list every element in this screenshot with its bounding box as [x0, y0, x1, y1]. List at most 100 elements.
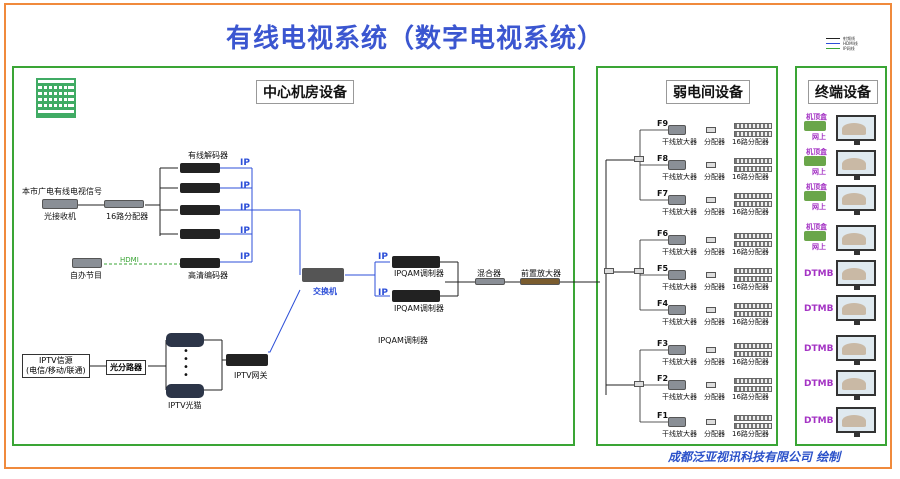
splitter16-icon — [734, 131, 772, 137]
ipqam-2-label: IPQAM调制器 — [394, 304, 444, 313]
tv-icon — [836, 150, 876, 180]
legend-swatch-hdmi — [826, 43, 840, 44]
splitter16-icon — [734, 158, 772, 164]
splitter16-label: 16路分配器 — [732, 283, 769, 291]
net-label: 网上 — [812, 203, 826, 211]
floor-label: F4 — [657, 299, 669, 308]
net-label: 网上 — [812, 133, 826, 141]
splitter16-label: 16路分配器 — [732, 138, 769, 146]
tv-screen-figure — [842, 378, 866, 390]
legend-swatch-ip — [826, 48, 840, 49]
splitter-label: 分配器 — [704, 248, 725, 256]
trunk-amp-icon — [668, 160, 686, 170]
stb-label: 机顶盒 — [806, 113, 827, 121]
legend-label-ip: IP网线 — [843, 46, 855, 51]
switch-icon — [302, 268, 344, 282]
iptv-gateway-icon — [226, 354, 268, 366]
splitter-label: 分配器 — [704, 208, 725, 216]
splitter16-icon — [734, 386, 772, 392]
stb-icon — [804, 231, 826, 241]
trunk-amp-label: 干线放大器 — [662, 173, 697, 181]
trunk-amp-label: 干线放大器 — [662, 358, 697, 366]
tv-screen-figure — [842, 303, 866, 315]
switch-label: 交换机 — [313, 287, 337, 296]
own-program-label: 自办节目 — [70, 271, 102, 280]
splitter16-icon — [734, 201, 772, 207]
floor-label: F6 — [657, 229, 669, 238]
splitter16-icon — [734, 415, 772, 421]
trunk-amp-icon — [668, 270, 686, 280]
splitter-label: 分配器 — [704, 430, 725, 438]
splitter16-label: 16路分配器 — [106, 212, 149, 221]
own-program-icon — [72, 258, 102, 268]
trunk-amp-icon — [668, 235, 686, 245]
iptv-source-box: IPTV信源 (电信/移动/联通) — [22, 354, 90, 378]
qr-code-icon — [36, 78, 76, 118]
splitter-icon — [706, 307, 716, 313]
splitter16-icon — [734, 268, 772, 274]
decoder-3-icon — [180, 205, 220, 215]
section-center-label: 中心机房设备 — [256, 80, 354, 104]
stb-icon — [804, 156, 826, 166]
iptv-gateway-label: IPTV网关 — [234, 371, 268, 380]
section-center — [12, 66, 575, 446]
splitter-icon — [706, 347, 716, 353]
splitter16-label: 16路分配器 — [732, 173, 769, 181]
ip-label-qam1: IP — [378, 252, 388, 262]
legend-swatch-rf — [826, 38, 840, 39]
tv-icon — [836, 185, 876, 215]
trunk-amp-icon — [668, 305, 686, 315]
splitter16-label: 16路分配器 — [732, 358, 769, 366]
tv-screen-figure — [842, 233, 866, 245]
section-weak-label: 弱电间设备 — [666, 80, 750, 104]
stb-label: 机顶盒 — [806, 183, 827, 191]
tv-screen-figure — [842, 268, 866, 280]
mixer-label: 混合器 — [477, 269, 501, 278]
splitter16-icon — [734, 378, 772, 384]
decoder-4-icon — [180, 229, 220, 239]
legend-label-rf: 射频线 — [843, 36, 855, 41]
section-weak — [596, 66, 778, 446]
stb-icon — [804, 121, 826, 131]
trunk-amp-label: 干线放大器 — [662, 430, 697, 438]
hd-encoder-icon — [180, 258, 220, 268]
splitter-label: 分配器 — [704, 358, 725, 366]
trunk-amp-label: 干线放大器 — [662, 138, 697, 146]
ellipsis-dots: •••• — [183, 346, 189, 381]
floor-label: F9 — [657, 119, 669, 128]
splitter16-icon — [734, 166, 772, 172]
dtmb-label: DTMB — [804, 304, 834, 314]
section-terminal — [795, 66, 887, 446]
splitter16-label: 16路分配器 — [732, 208, 769, 216]
tv-screen-figure — [842, 158, 866, 170]
splitter16-label: 16路分配器 — [732, 318, 769, 326]
stb-icon — [804, 191, 826, 201]
splitter16-icon — [734, 276, 772, 282]
floor-label: F5 — [657, 264, 669, 273]
ipqam-1-label: IPQAM调制器 — [394, 269, 444, 278]
optical-receiver-label: 光接收机 — [44, 212, 76, 221]
sub-splitter-3-icon — [634, 381, 644, 387]
tv-icon — [836, 407, 876, 437]
hdmi-label: HDMI — [120, 256, 139, 264]
iptv-modem-top-icon — [166, 333, 204, 347]
dtmb-label: DTMB — [804, 416, 834, 426]
floor-label: F8 — [657, 154, 669, 163]
splitter-label: 分配器 — [704, 393, 725, 401]
tv-icon — [836, 295, 876, 325]
trunk-amp-icon — [668, 195, 686, 205]
tv-screen-figure — [842, 193, 866, 205]
hd-encoder-label: 高清编码器 — [188, 271, 228, 280]
ip-label-qam2: IP — [378, 288, 388, 298]
splitter-icon — [706, 419, 716, 425]
ipqam-note-label: IPQAM调制器 — [378, 336, 428, 345]
splitter16-icon — [734, 423, 772, 429]
splitter-icon — [706, 272, 716, 278]
splitter16-label: 16路分配器 — [732, 393, 769, 401]
splitter16-icon — [734, 233, 772, 239]
dtmb-label: DTMB — [804, 269, 834, 279]
ip-label-5: IP — [240, 252, 250, 262]
ipqam-1-icon — [392, 256, 440, 268]
legend: 射频线 HDMI线 IP网线 — [826, 36, 858, 51]
